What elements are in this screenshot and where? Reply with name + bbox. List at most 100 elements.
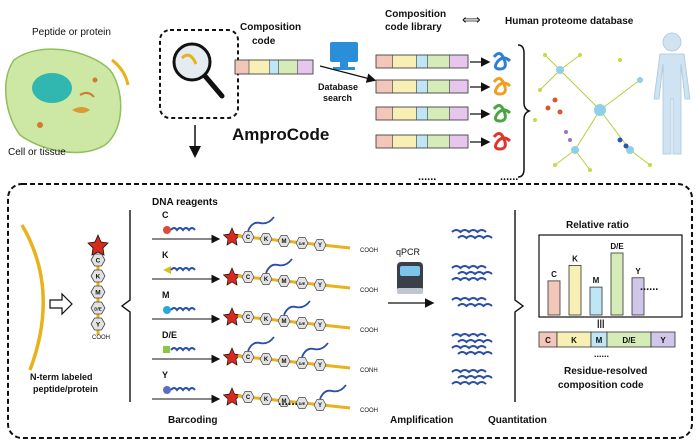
result-code-letter: Y bbox=[660, 336, 666, 345]
peptide-terminal: COOH bbox=[360, 248, 378, 254]
residue-letter: Y bbox=[318, 323, 322, 329]
human-silhouette-icon bbox=[653, 32, 691, 155]
amplified-strand bbox=[451, 277, 487, 282]
code-cell bbox=[278, 59, 298, 75]
residue-letter: K bbox=[96, 274, 101, 281]
library-strip bbox=[375, 54, 469, 69]
amplified-strand bbox=[451, 265, 487, 270]
peptide-backbone bbox=[237, 394, 351, 410]
code-cell bbox=[449, 54, 469, 69]
reagent-anchor bbox=[163, 386, 171, 394]
code-cell bbox=[392, 134, 417, 149]
amplified-strand bbox=[451, 333, 487, 338]
ratio-bar bbox=[589, 286, 603, 316]
stage-barcoding: Barcoding bbox=[168, 415, 217, 426]
barcode-dna bbox=[247, 216, 275, 232]
code-cell bbox=[392, 106, 417, 121]
qpcr-label: qPCR bbox=[396, 247, 421, 257]
chart-ellipsis: ...... bbox=[640, 281, 658, 293]
protein-icon bbox=[492, 104, 512, 123]
nucleus-icon bbox=[32, 73, 72, 103]
residue-hexagon bbox=[259, 273, 273, 285]
proteome-network-illustration bbox=[533, 53, 652, 172]
library-title-2: code library bbox=[385, 22, 442, 33]
peptide-backbone bbox=[237, 354, 351, 370]
residue-letter: C bbox=[246, 315, 251, 321]
residue-letter: Y bbox=[96, 322, 101, 329]
code-cell bbox=[427, 54, 450, 69]
result-code-letter: M bbox=[596, 336, 603, 345]
composition-code-strip bbox=[234, 59, 314, 75]
result-label-2: composition code bbox=[558, 380, 644, 391]
code-cell bbox=[449, 134, 469, 149]
bar-label: Y bbox=[635, 267, 641, 276]
residue-letter: M bbox=[282, 319, 287, 325]
code-cell bbox=[392, 54, 417, 69]
residue-letter: C bbox=[246, 235, 251, 241]
protein-icon bbox=[492, 52, 512, 71]
code-cell bbox=[248, 59, 270, 75]
residue-hexagon bbox=[313, 359, 327, 371]
reagent-label: C bbox=[162, 210, 169, 220]
residue-hexagon bbox=[241, 271, 255, 283]
code-cell bbox=[392, 79, 417, 94]
residue-letter: K bbox=[264, 237, 269, 243]
library-title-1: Composition bbox=[385, 9, 446, 20]
residue-letter: D/E bbox=[299, 361, 306, 366]
stage-quantitation: Quantitation bbox=[488, 415, 547, 426]
amplified-strand bbox=[457, 235, 493, 240]
result-code-letter: D/E bbox=[622, 336, 636, 345]
reagent-label: Y bbox=[162, 370, 168, 380]
target-peptide bbox=[20, 224, 45, 371]
composition-code-title-1: Composition bbox=[240, 22, 301, 33]
residue-hexagon bbox=[313, 239, 327, 251]
residue-hexagon bbox=[277, 235, 291, 247]
residue-letter: D/E bbox=[299, 321, 306, 326]
database-search-2: search bbox=[323, 93, 352, 103]
amplified-strand bbox=[457, 339, 493, 344]
amplified-strand bbox=[451, 229, 487, 234]
residue-letter: D/E bbox=[299, 401, 306, 406]
residue-hexagon bbox=[295, 277, 309, 289]
residue-letter: C bbox=[246, 275, 251, 281]
code-border bbox=[375, 79, 469, 94]
residue-hexagon bbox=[241, 311, 255, 323]
residue-letter: M bbox=[282, 279, 287, 285]
result-code-cell bbox=[650, 331, 676, 348]
chain-cooh: COOH bbox=[92, 335, 110, 341]
residue-hexagon bbox=[313, 319, 327, 331]
residue-hexagon bbox=[259, 313, 273, 325]
ratio-bar bbox=[610, 252, 624, 316]
bar-label: M bbox=[593, 276, 600, 285]
nterm-label-1: N-term labeled bbox=[30, 372, 93, 382]
cell-illustration bbox=[4, 48, 122, 154]
amplified-strand bbox=[451, 297, 487, 302]
residue-letter: C bbox=[96, 258, 101, 265]
workflow-box bbox=[7, 183, 693, 439]
residue-letter: M bbox=[282, 359, 287, 365]
code-cell bbox=[416, 79, 428, 94]
stage-amplification: Amplification bbox=[390, 415, 453, 426]
reagent-label: K bbox=[162, 250, 169, 260]
dna-reagents-label: DNA reagents bbox=[152, 197, 218, 208]
amplified-strand bbox=[451, 369, 487, 374]
code-border bbox=[375, 134, 469, 149]
reagent-anchor bbox=[163, 346, 170, 353]
reagent-dna bbox=[170, 267, 196, 272]
peptide-backbone bbox=[237, 274, 351, 290]
amplified-strand bbox=[457, 351, 493, 356]
barcode-dna bbox=[247, 336, 275, 352]
residue-hexagon bbox=[277, 395, 291, 407]
residue-hexagon bbox=[241, 231, 255, 243]
residue-letter: D/E bbox=[299, 241, 306, 246]
residue-letter: M bbox=[282, 399, 287, 405]
residue-hexagon bbox=[259, 393, 273, 405]
residue-hexagon bbox=[241, 351, 255, 363]
reagent-dna bbox=[170, 227, 196, 232]
amplified-strand bbox=[451, 381, 487, 386]
code-cell bbox=[269, 59, 279, 75]
residue-letter: M bbox=[282, 239, 287, 245]
bar-label: D/E bbox=[610, 242, 624, 251]
